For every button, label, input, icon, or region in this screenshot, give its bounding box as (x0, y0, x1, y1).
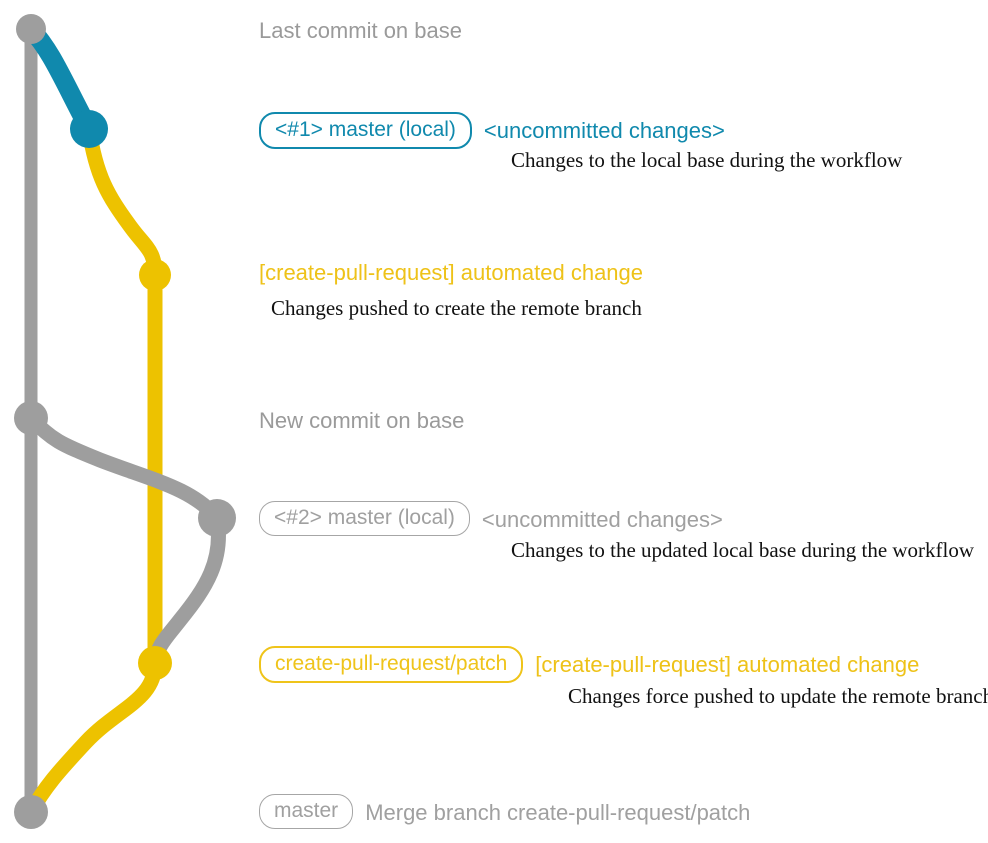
branch-badge-master[interactable]: master (259, 794, 354, 829)
commit-description-local-change-2: Changes to the updated local base during… (511, 538, 975, 562)
branch-badge-master-local-2[interactable]: <#2> master (local) (259, 501, 470, 536)
commit-row-local-change-2: <#2> master (local) <uncommitted changes… (259, 501, 723, 536)
commit-node-base-last[interactable] (16, 14, 46, 44)
commit-subject-automated-change-2: [create-pull-request] automated change (535, 652, 920, 677)
commit-row-local-change-1: <#1> master (local) <uncommitted changes… (259, 112, 725, 149)
commit-row-merge: master Merge branch create-pull-request/… (259, 794, 750, 829)
yellow-merge-line (23, 655, 163, 820)
grey-branch-2-line (23, 410, 225, 526)
commit-subject-automated-change-1: [create-pull-request] automated change (259, 260, 644, 285)
commit-graph-svg (14, 14, 236, 829)
commit-subject-local-change-2: <uncommitted changes> (481, 507, 723, 532)
commit-node-base-new[interactable] (14, 401, 48, 435)
commit-description-automated-change-1: Changes pushed to create the remote bran… (271, 296, 642, 320)
commit-description-local-change-1: Changes to the local base during the wor… (511, 148, 903, 172)
commit-subject-new-commit-on-base: New commit on base (259, 408, 465, 433)
branch-badge-create-pull-request-patch[interactable]: create-pull-request/patch (259, 646, 524, 683)
branch-badge-master-local-1[interactable]: <#1> master (local) (259, 112, 472, 149)
commit-node-automated-1[interactable] (139, 259, 171, 291)
yellow-branch-line (81, 121, 163, 671)
commit-node-local-1[interactable] (70, 110, 108, 148)
grey-branch-2-down-line (147, 510, 226, 671)
commit-node-merge[interactable] (14, 795, 48, 829)
commit-node-local-2[interactable] (198, 499, 236, 537)
commit-node-automated-2[interactable] (138, 646, 172, 680)
commit-description-automated-change-2: Changes force pushed to update the remot… (568, 684, 988, 708)
commit-subject-last-commit-on-base: Last commit on base (259, 18, 462, 43)
commit-subject-merge: Merge branch create-pull-request/patch (365, 800, 751, 825)
commit-subject-local-change-1: <uncommitted changes> (483, 118, 725, 143)
commit-row-automated-change-2: create-pull-request/patch [create-pull-r… (259, 646, 919, 683)
